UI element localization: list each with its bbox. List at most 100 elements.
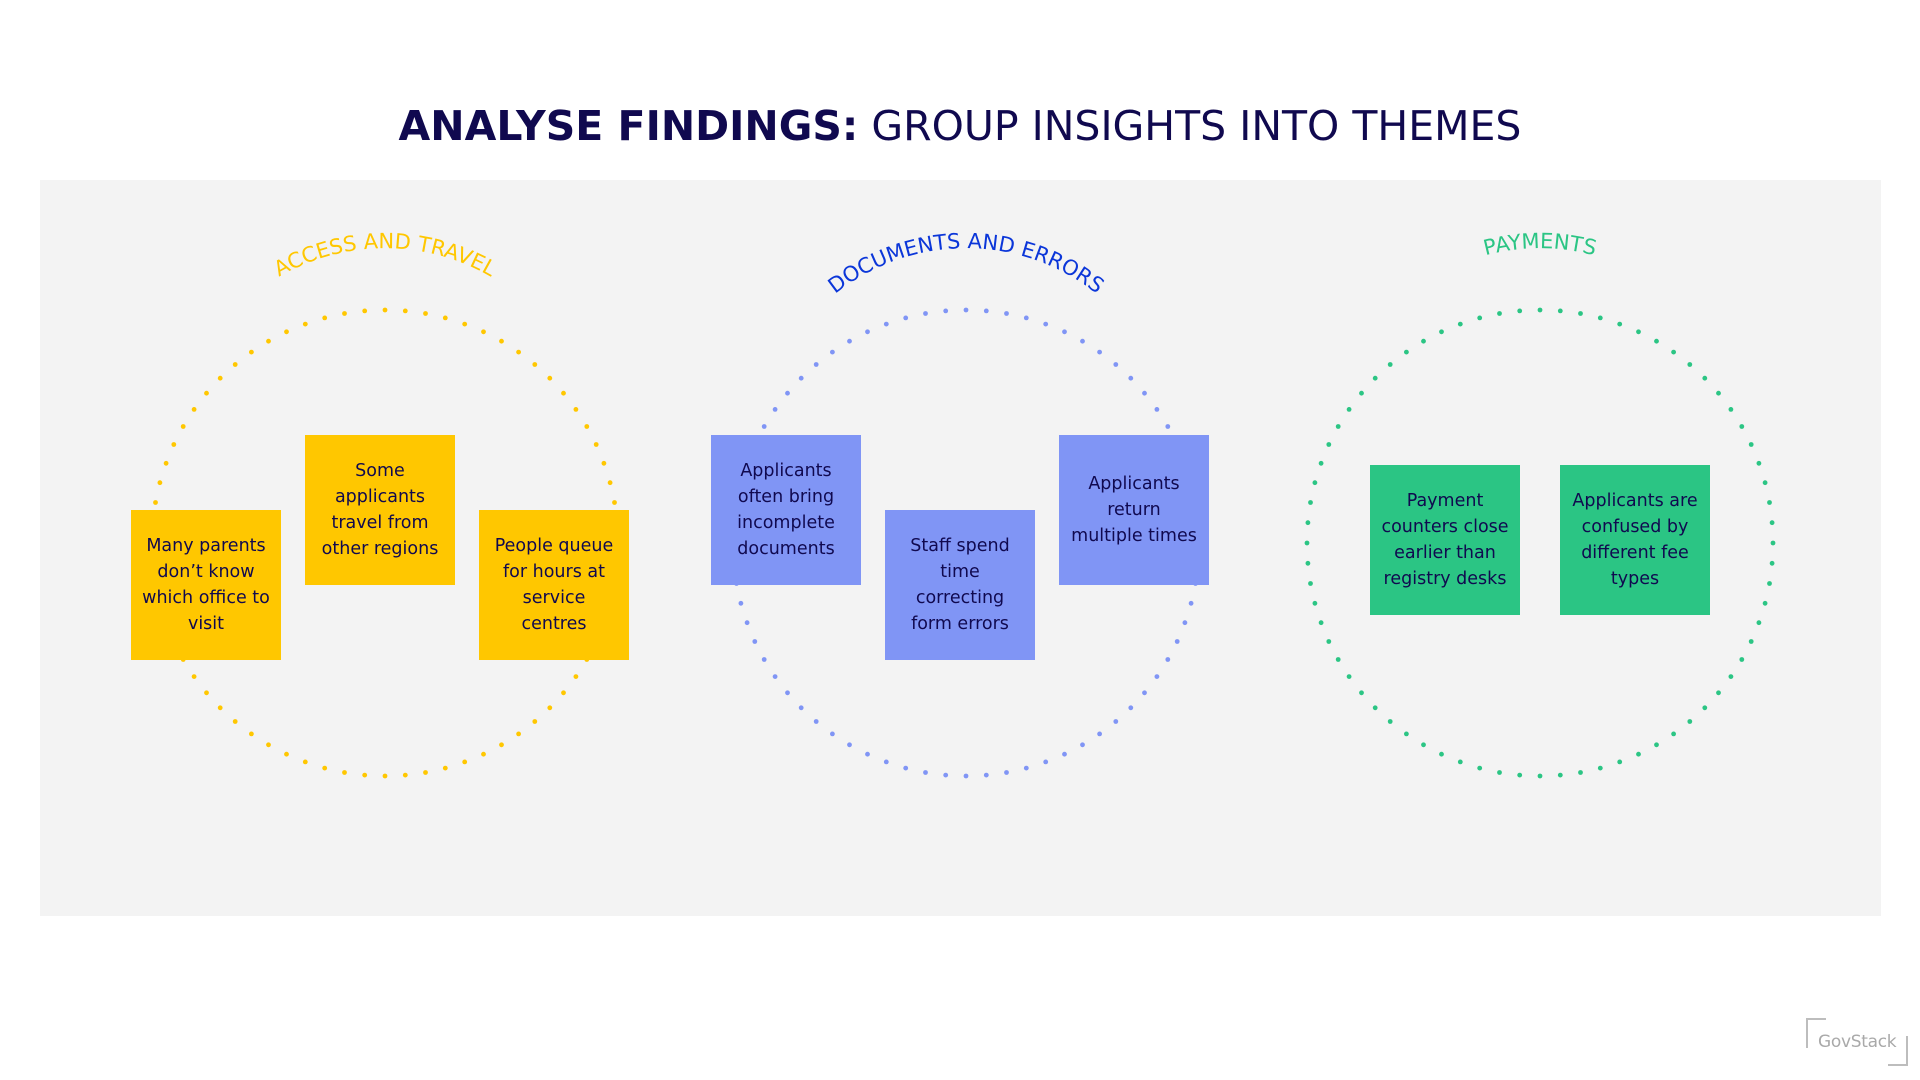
sticky-note[interactable]: Many parents don’t know which office to … xyxy=(131,510,281,660)
circle-dot xyxy=(204,690,209,696)
circle-dot xyxy=(1636,751,1641,757)
circle-dot xyxy=(1023,315,1029,321)
circle-dot xyxy=(1128,705,1134,711)
circle-dot xyxy=(423,311,428,316)
circle-dot xyxy=(499,338,504,344)
circle-dot xyxy=(798,375,804,381)
circle-dot xyxy=(442,765,448,771)
circle-dot xyxy=(462,759,468,765)
circle-dot xyxy=(1387,719,1393,724)
circle-dot xyxy=(1312,600,1318,606)
circle-dot xyxy=(744,620,750,626)
sticky-note[interactable]: Applicants often bring incomplete docume… xyxy=(711,435,861,585)
circle-dot xyxy=(1154,674,1160,679)
circle-dot xyxy=(1305,560,1311,566)
circle-dot xyxy=(302,321,308,327)
sticky-note[interactable]: Some applicants travel from other region… xyxy=(305,435,455,585)
circle-dot xyxy=(302,759,308,765)
circle-dot xyxy=(1080,742,1085,748)
circle-dot xyxy=(284,329,289,335)
circle-dot xyxy=(1165,424,1171,429)
circle-dot xyxy=(1404,731,1409,737)
circle-dot xyxy=(1767,581,1772,586)
circle-dot xyxy=(1671,731,1676,737)
circle-dot xyxy=(847,338,852,344)
circle-dot xyxy=(191,407,197,412)
circle-dot xyxy=(1312,480,1318,486)
sticky-note-text: Payment counters close earlier than regi… xyxy=(1381,491,1509,589)
logo-corner-top-left xyxy=(1806,1018,1826,1048)
circle-dot xyxy=(157,480,163,486)
circle-dot xyxy=(1318,460,1324,466)
circle-dot xyxy=(1097,349,1102,355)
sticky-note[interactable]: Staff spend time correcting form errors xyxy=(885,510,1035,660)
sticky-note[interactable]: Payment counters close earlier than regi… xyxy=(1370,465,1520,615)
circle-dot xyxy=(180,424,186,429)
circle-dot xyxy=(865,329,870,335)
circle-dot xyxy=(1165,657,1171,662)
circle-dot xyxy=(1113,362,1119,367)
circle-dot xyxy=(772,674,778,679)
circle-dot xyxy=(612,500,617,505)
circle-dot xyxy=(813,362,819,367)
circle-dot xyxy=(342,311,347,316)
circle-dot xyxy=(362,308,368,314)
circle-dot xyxy=(1748,442,1754,447)
circle-dot xyxy=(1654,742,1659,748)
sticky-note-text: Some applicants travel from other region… xyxy=(321,461,439,559)
circle-dot xyxy=(342,770,347,775)
circle-dot xyxy=(1304,540,1310,546)
circle-dot xyxy=(232,719,238,724)
circle-dot xyxy=(983,772,989,778)
circle-dot xyxy=(1421,338,1426,344)
theme-circle-payments xyxy=(1304,307,1776,779)
circle-dot xyxy=(402,308,408,314)
circle-dot xyxy=(532,719,538,724)
circle-dot xyxy=(217,375,223,381)
theme-label-payments: PAYMENTS xyxy=(1481,229,1599,260)
sticky-note[interactable]: Applicants return multiple times xyxy=(1059,435,1209,585)
sticky-note-text: Applicants are confused by different fee… xyxy=(1572,491,1698,589)
circle-dot xyxy=(1043,759,1049,765)
circle-dot xyxy=(547,705,553,711)
circle-dot xyxy=(883,321,889,327)
logo-corner-bottom-right xyxy=(1888,1036,1908,1066)
circle-dot xyxy=(1477,765,1483,771)
sticky-note[interactable]: People queue for hours at service centre… xyxy=(479,510,629,660)
circle-dot xyxy=(402,772,408,778)
sticky-note-text: Applicants return multiple times xyxy=(1071,474,1197,546)
circle-dot xyxy=(943,772,949,778)
circle-dot xyxy=(584,424,590,429)
circle-dot xyxy=(1767,500,1772,505)
circle-dot xyxy=(1497,311,1502,316)
page-title: ANALYSE FINDINGS: GROUP INSIGHTS INTO TH… xyxy=(0,102,1920,150)
circle-dot xyxy=(1762,480,1768,486)
circle-dot xyxy=(1326,442,1332,447)
circle-dot xyxy=(1174,639,1180,644)
circle-dot xyxy=(322,765,328,771)
circle-dot xyxy=(1154,407,1160,412)
circle-dot xyxy=(516,731,521,737)
circle-dot xyxy=(1335,424,1341,429)
circle-dot xyxy=(1404,349,1409,355)
circle-dot xyxy=(481,329,486,335)
circle-dot xyxy=(1457,321,1463,327)
sticky-note[interactable]: Applicants are confused by different fee… xyxy=(1560,465,1710,615)
circle-dot xyxy=(1671,349,1676,355)
circle-dot xyxy=(1728,674,1734,679)
circle-dot xyxy=(1597,765,1603,771)
circle-dot xyxy=(322,315,328,321)
title-normal: GROUP INSIGHTS INTO THEMES xyxy=(858,102,1522,150)
sticky-note-text: Staff spend time correcting form errors xyxy=(910,536,1010,634)
circle-dot xyxy=(1636,329,1641,335)
circle-dot xyxy=(573,674,579,679)
circle-dot xyxy=(923,311,928,316)
circle-dot xyxy=(1335,657,1341,662)
circle-dot xyxy=(1372,375,1378,381)
circle-dot xyxy=(798,705,804,711)
circle-dot xyxy=(1716,690,1721,696)
circle-dot xyxy=(1113,719,1119,724)
circle-dot xyxy=(963,773,969,779)
sticky-note-text: People queue for hours at service centre… xyxy=(494,536,614,634)
circle-dot xyxy=(1497,770,1502,775)
